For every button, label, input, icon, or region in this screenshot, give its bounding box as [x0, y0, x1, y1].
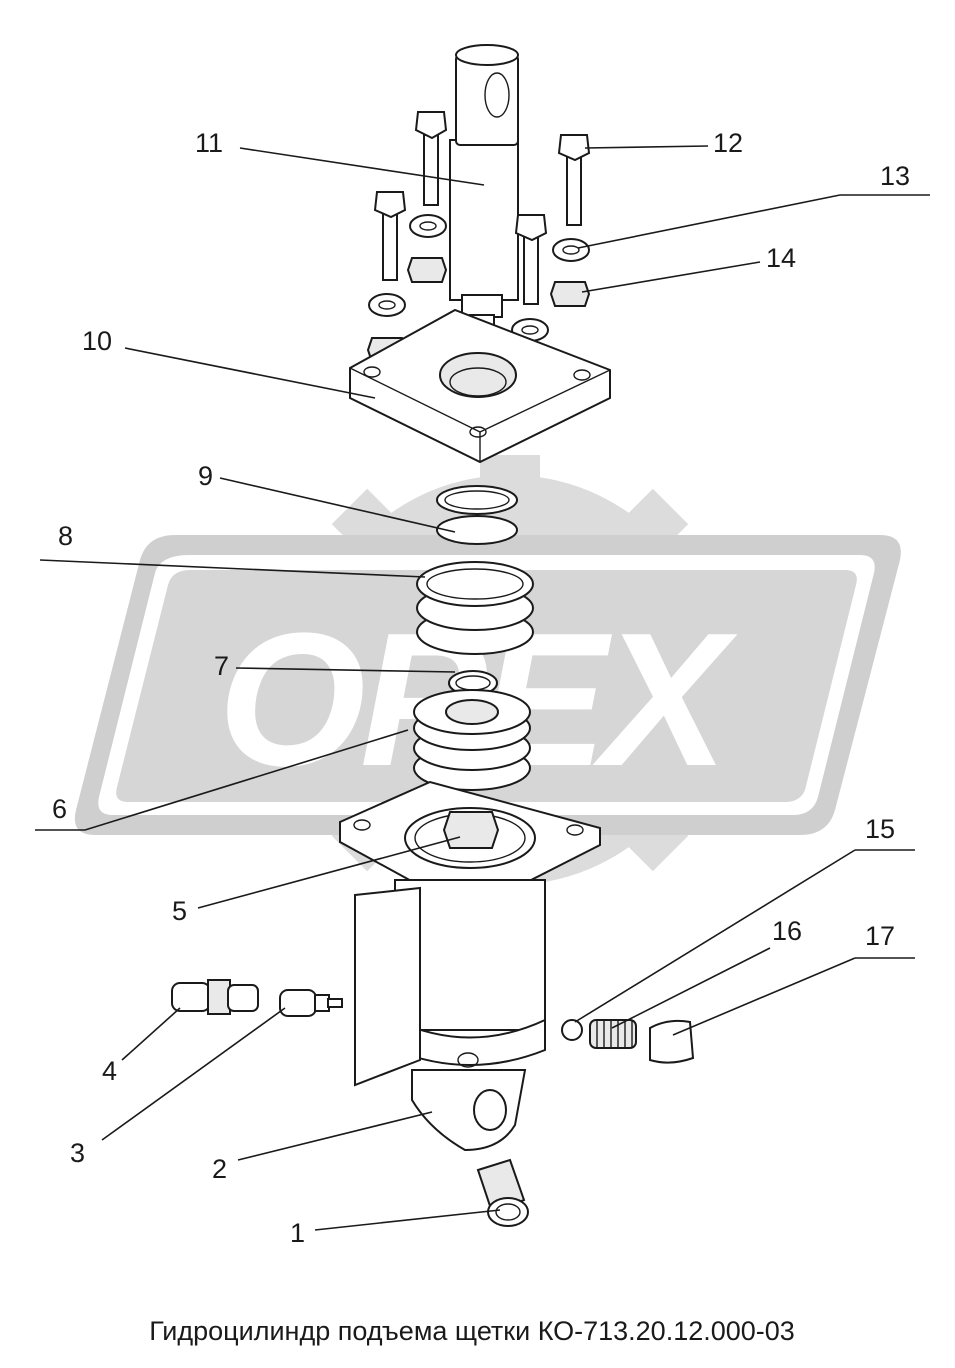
callout-14: 14 — [766, 243, 796, 273]
bolt-right-rear — [557, 134, 591, 226]
part-4-fitting — [171, 979, 259, 1015]
bolt-left-rear — [414, 111, 448, 206]
callout-12: 12 — [713, 128, 743, 158]
part-2-cylinder-body — [354, 879, 546, 1152]
part-16-spring — [589, 1019, 637, 1049]
part-8-packing — [416, 561, 534, 655]
part-17-cap — [649, 1019, 695, 1064]
callout-10: 10 — [82, 326, 112, 356]
callout-13: 13 — [880, 161, 910, 191]
callout-7: 7 — [214, 651, 229, 681]
callout-4: 4 — [102, 1056, 117, 1086]
leader-lines — [35, 145, 930, 1231]
callout-16: 16 — [772, 916, 802, 946]
callout-6: 6 — [52, 794, 67, 824]
callout-17: 17 — [865, 921, 895, 951]
callout-11: 11 — [195, 128, 223, 158]
callout-1: 1 — [290, 1218, 305, 1248]
callout-2: 2 — [212, 1154, 227, 1184]
bolt-left-front — [373, 191, 407, 281]
part-5-lower-flange — [339, 780, 601, 914]
part-10-top-flange — [349, 308, 611, 464]
callout-labels: 11 12 13 14 10 9 8 7 6 5 15 16 17 4 3 2 … — [52, 128, 910, 1248]
callout-8: 8 — [58, 521, 73, 551]
callout-15: 15 — [865, 814, 895, 844]
callout-5: 5 — [172, 896, 187, 926]
part-3-plug — [279, 989, 343, 1017]
part-11-rod — [449, 44, 519, 336]
bolt-right-front — [514, 214, 548, 305]
part-9-ring — [436, 485, 518, 545]
part-15-ball — [561, 1019, 583, 1041]
callout-9: 9 — [198, 461, 213, 491]
part-6-piston — [413, 689, 531, 791]
part-1-union-fitting — [476, 1158, 529, 1227]
callout-3: 3 — [70, 1138, 85, 1168]
washers — [368, 214, 590, 342]
diagram-caption: Гидроцилиндр подъема щетки КО-713.20.12.… — [149, 1316, 795, 1346]
